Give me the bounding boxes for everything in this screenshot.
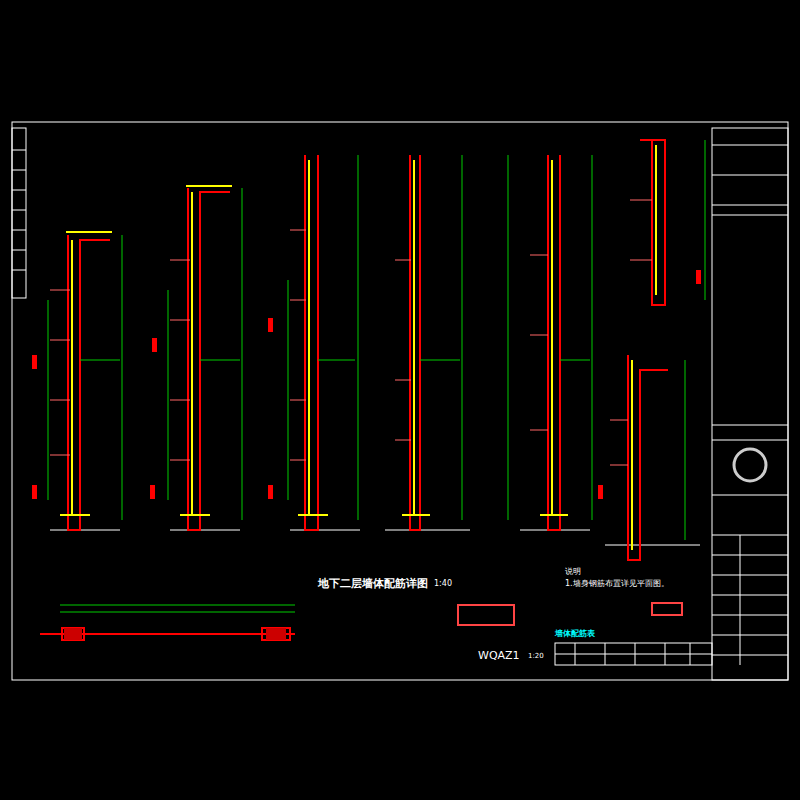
- drawing-title: 地下二层墙体配筋详图: [318, 578, 428, 590]
- section-name: WQAZ1: [478, 650, 520, 662]
- table-title: 墙体配筋表: [555, 630, 595, 639]
- notes-heading: 说明: [565, 568, 581, 577]
- scale-note: 1:20: [528, 653, 544, 661]
- note-text: 1.墙身钢筋布置详见平面图。: [565, 580, 669, 589]
- scale-note: 1:40: [434, 580, 452, 589]
